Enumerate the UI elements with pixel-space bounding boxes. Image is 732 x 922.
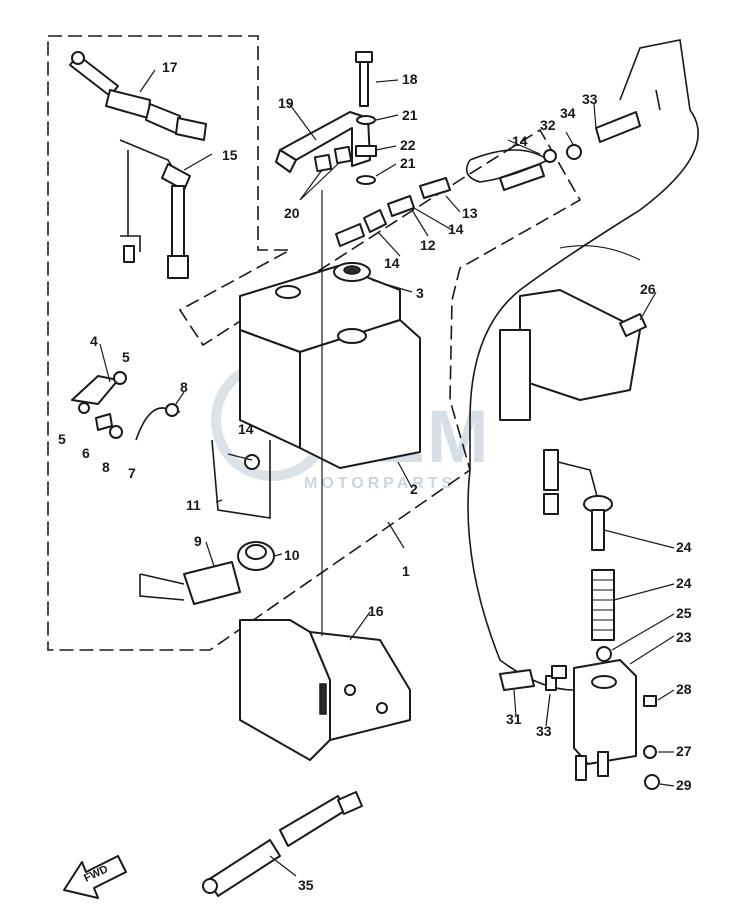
part-11-hose[interactable] <box>211 439 271 519</box>
callout-5-upper: 5 <box>122 349 130 365</box>
callout-21-lower: 21 <box>400 155 416 171</box>
part-5-clip-lower[interactable] <box>78 402 90 414</box>
callout-29: 28 <box>676 681 692 697</box>
callout-15: 15 <box>222 147 238 163</box>
callout-14-c: 14 <box>384 255 400 271</box>
callout-9: 9 <box>194 533 202 549</box>
part-2-fuel-tank[interactable] <box>239 265 421 469</box>
callout-14-b: 14 <box>448 221 464 237</box>
callout-32: 32 <box>540 117 556 133</box>
callout-4: 4 <box>90 333 98 349</box>
part-28-washer[interactable] <box>643 745 657 759</box>
part-30-bolt[interactable] <box>644 774 660 790</box>
callout-6: 6 <box>82 445 90 461</box>
callout-12: 12 <box>420 237 436 253</box>
part-20-bolt[interactable] <box>355 51 373 107</box>
part-21-washer[interactable] <box>356 115 376 125</box>
part-5-clip-upper[interactable] <box>113 371 127 385</box>
part-31-hose-end[interactable] <box>499 669 535 691</box>
part-32-connector[interactable] <box>566 144 582 160</box>
fuel-line-curve <box>465 149 550 183</box>
callout-14-a: 14 <box>512 133 528 149</box>
part-9-pump[interactable] <box>139 561 241 605</box>
callout-19: 20 <box>284 205 300 221</box>
part-10-cap[interactable] <box>237 541 275 571</box>
part-4-hose[interactable] <box>71 375 119 405</box>
callout-33-top: 33 <box>582 91 598 107</box>
callout-33-lower: 33 <box>536 723 552 739</box>
part-24-tube[interactable] <box>543 449 613 551</box>
callout-17: 16 <box>368 603 384 619</box>
callout-7: 7 <box>128 465 136 481</box>
callout-27: 26 <box>640 281 656 297</box>
callout-8-upper: 8 <box>180 379 188 395</box>
callout-21-upper: 21 <box>402 107 418 123</box>
engine-hose-top <box>655 89 661 111</box>
part-8-clip-upper[interactable] <box>165 403 179 417</box>
callout-13: 13 <box>462 205 478 221</box>
part-8-clip-lower[interactable] <box>109 425 123 439</box>
callout-25: 24 <box>676 575 692 591</box>
part-14-clip-a[interactable] <box>543 149 557 163</box>
engine-detail <box>559 245 641 261</box>
callout-22: 22 <box>400 137 416 153</box>
part-6-joint[interactable] <box>95 413 113 431</box>
part-16-hose[interactable] <box>69 51 207 141</box>
callout-31: 31 <box>506 711 522 727</box>
part-33-connector[interactable] <box>551 665 567 679</box>
part-15-sender[interactable] <box>119 139 191 279</box>
watermark-text: MOTORPARTS <box>304 475 456 492</box>
part-22-spacer[interactable] <box>355 145 377 157</box>
part-17-bracket[interactable] <box>239 619 411 761</box>
callout-28: 27 <box>676 743 692 759</box>
callout-34: 34 <box>560 105 576 121</box>
part-21-washer-lower[interactable] <box>356 175 376 185</box>
callout-1: 1 <box>402 563 410 579</box>
callout-5-lower: 5 <box>58 431 66 447</box>
callout-24: 24 <box>676 539 692 555</box>
callout-14-tank: 14 <box>238 421 254 437</box>
part-26-oring[interactable] <box>596 646 612 662</box>
callout-8-lower: 8 <box>102 459 110 475</box>
part-23-oil-tank[interactable] <box>573 659 637 781</box>
part-19-clips[interactable] <box>313 145 353 173</box>
part-29-plug[interactable] <box>643 695 657 707</box>
callout-20: 18 <box>402 71 418 87</box>
part-18-handle[interactable] <box>275 111 371 173</box>
part-35-hose[interactable] <box>202 791 363 897</box>
callout-35: 35 <box>298 877 314 893</box>
callout-11: 11 <box>186 497 201 513</box>
callouts: 17 15 18 21 22 21 19 20 3 2 1 4 5 5 6 8 … <box>58 59 692 893</box>
part-3-cap[interactable] <box>333 262 371 282</box>
part-14-clip-tank[interactable] <box>244 454 260 470</box>
assembly-boundary <box>47 35 582 651</box>
callout-2: 2 <box>410 481 418 497</box>
fwd-arrow: FWD <box>63 855 127 899</box>
part-34-elbow[interactable] <box>595 111 641 143</box>
engine-cowling <box>469 39 699 470</box>
callout-23: 23 <box>676 629 692 645</box>
callout-18: 19 <box>278 95 294 111</box>
engine-bracket <box>499 289 641 421</box>
callout-16: 17 <box>162 59 178 75</box>
callout-3: 3 <box>416 285 424 301</box>
part-25-filter[interactable] <box>591 569 615 641</box>
callout-26: 25 <box>676 605 692 621</box>
part-27-connector[interactable] <box>619 313 647 337</box>
callout-30: 29 <box>676 777 692 793</box>
leader-lines <box>99 69 675 877</box>
callout-10: 10 <box>284 547 300 563</box>
